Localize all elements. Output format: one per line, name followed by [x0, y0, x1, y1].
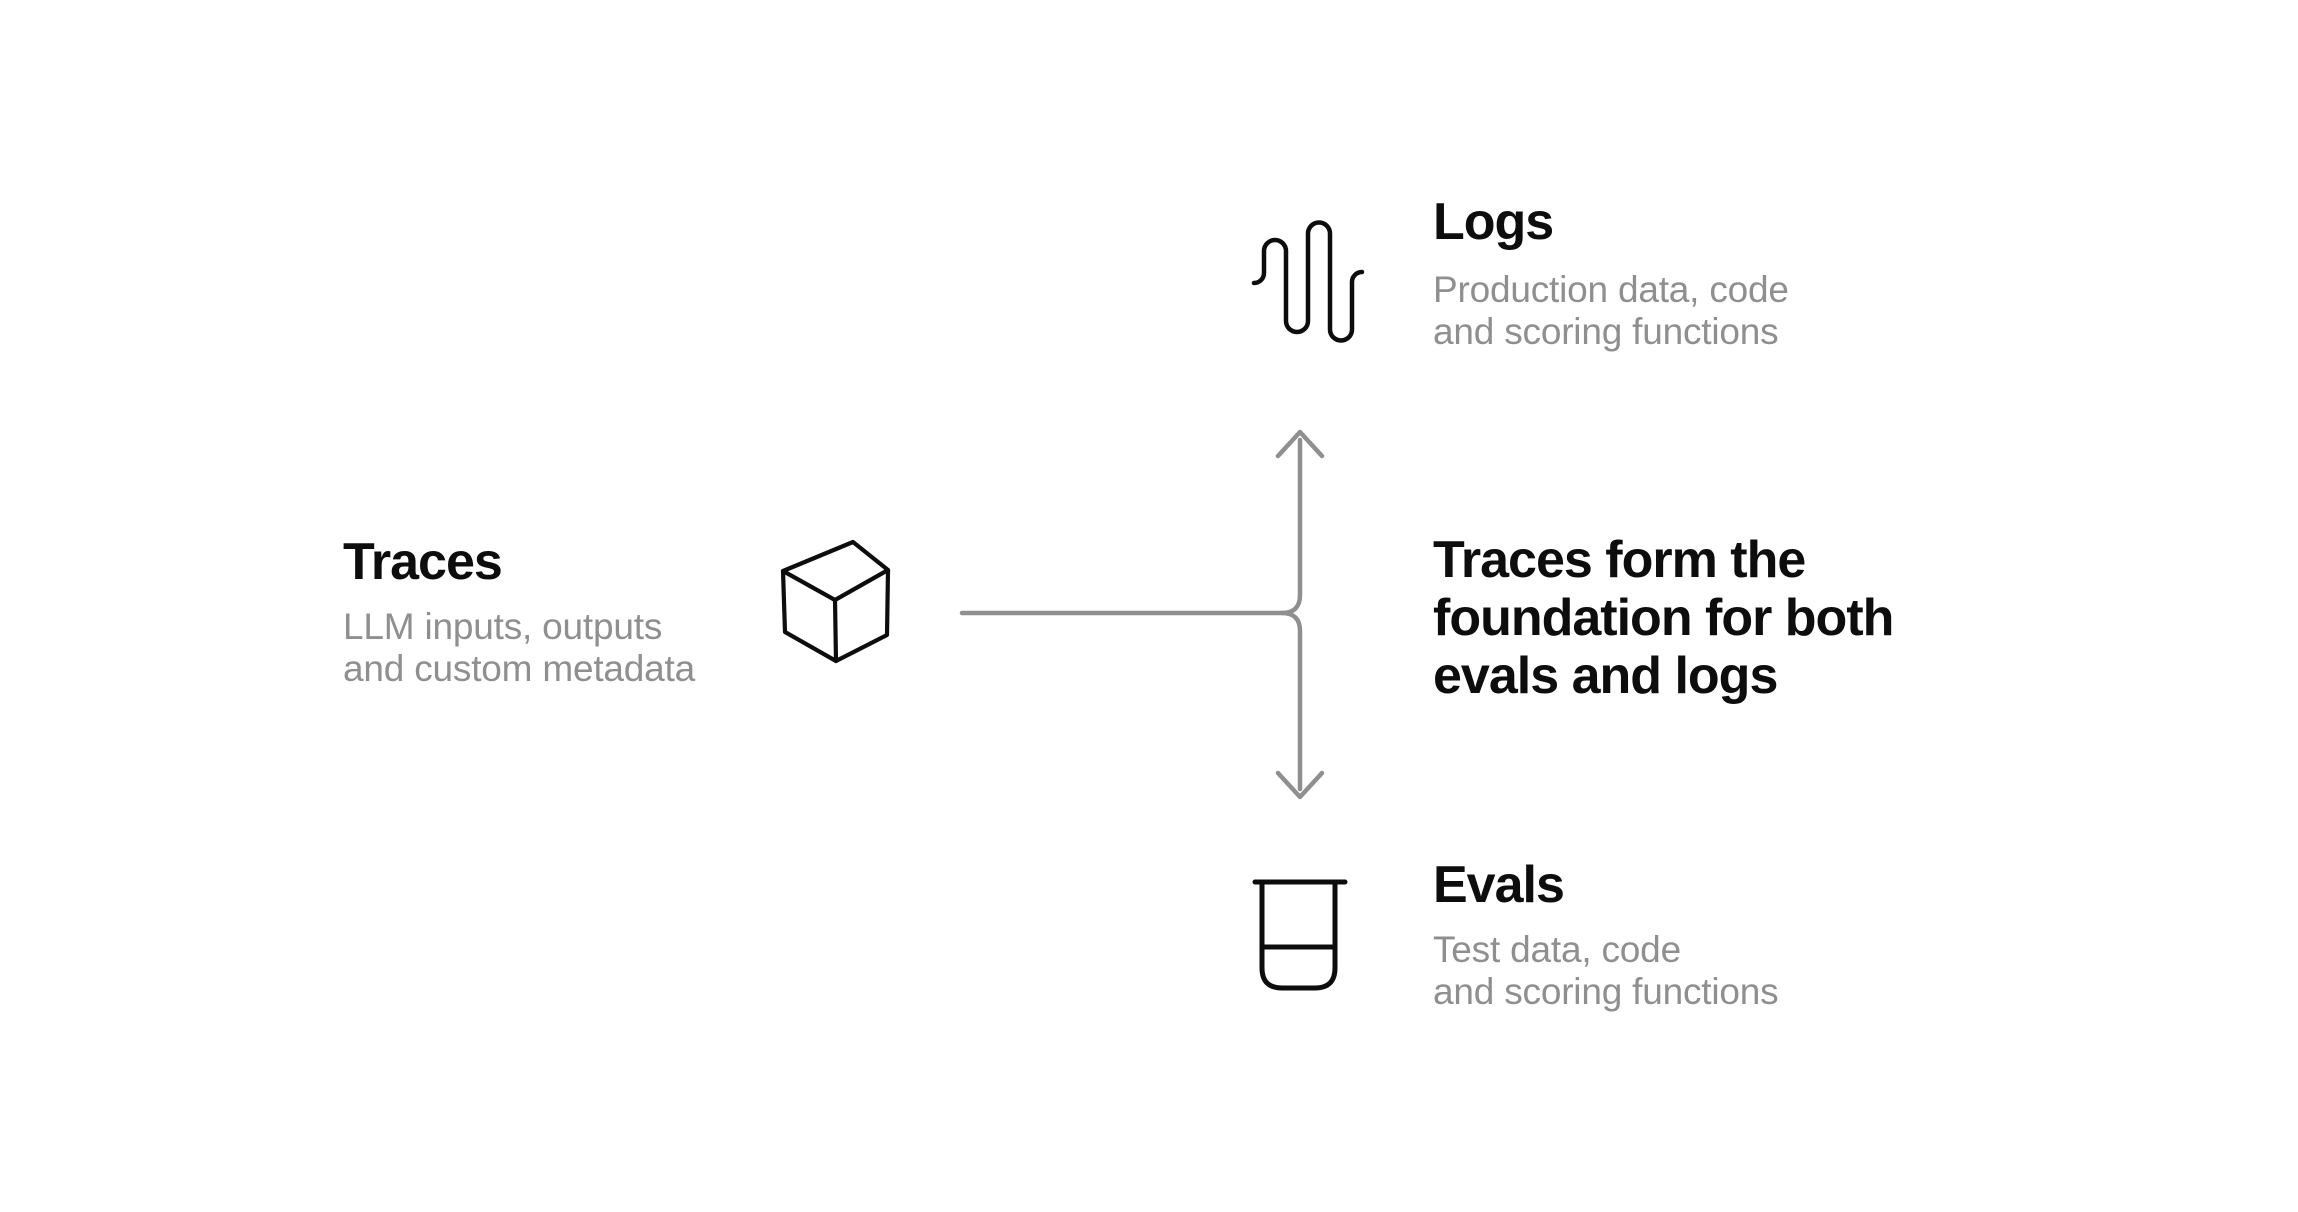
- trunk-and-up-branch: [959, 437, 1303, 616]
- center-note-line-2: foundation for both: [1433, 589, 1894, 647]
- traces-subtitle-line-2: and custom metadata: [343, 648, 696, 689]
- down-arrowhead: [1275, 770, 1325, 800]
- beaker-icon: [1250, 876, 1350, 996]
- cube-icon: [778, 538, 894, 666]
- traces-subtitle-line-1: LLM inputs, outputs: [343, 606, 663, 647]
- cube-top-face-edges: [780, 567, 891, 603]
- down-branch: [1279, 610, 1303, 792]
- waveform-path: [1251, 220, 1365, 343]
- cube-front-edge: [832, 597, 839, 664]
- branch-connector: [940, 408, 1360, 825]
- center-note: Traces form the foundation for both eval…: [1433, 531, 1894, 705]
- logs-subtitle: Production data, code and scoring functi…: [1433, 269, 1789, 353]
- center-note-line-1: Traces form the: [1433, 531, 1806, 589]
- traces-title: Traces: [343, 533, 503, 591]
- logs-title: Logs: [1433, 193, 1554, 251]
- evals-title: Evals: [1433, 856, 1565, 914]
- up-arrowhead: [1275, 429, 1325, 459]
- evals-subtitle: Test data, code and scoring functions: [1433, 929, 1779, 1013]
- evals-subtitle-line-1: Test data, code: [1433, 929, 1681, 970]
- beaker-body: [1259, 879, 1338, 991]
- audio-waveform-icon: [1250, 215, 1366, 346]
- logs-subtitle-line-1: Production data, code: [1433, 269, 1789, 310]
- evals-subtitle-line-2: and scoring functions: [1433, 971, 1779, 1012]
- traces-subtitle: LLM inputs, outputs and custom metadata: [343, 606, 695, 690]
- center-note-line-3: evals and logs: [1433, 647, 1778, 705]
- logs-subtitle-line-2: and scoring functions: [1433, 311, 1779, 352]
